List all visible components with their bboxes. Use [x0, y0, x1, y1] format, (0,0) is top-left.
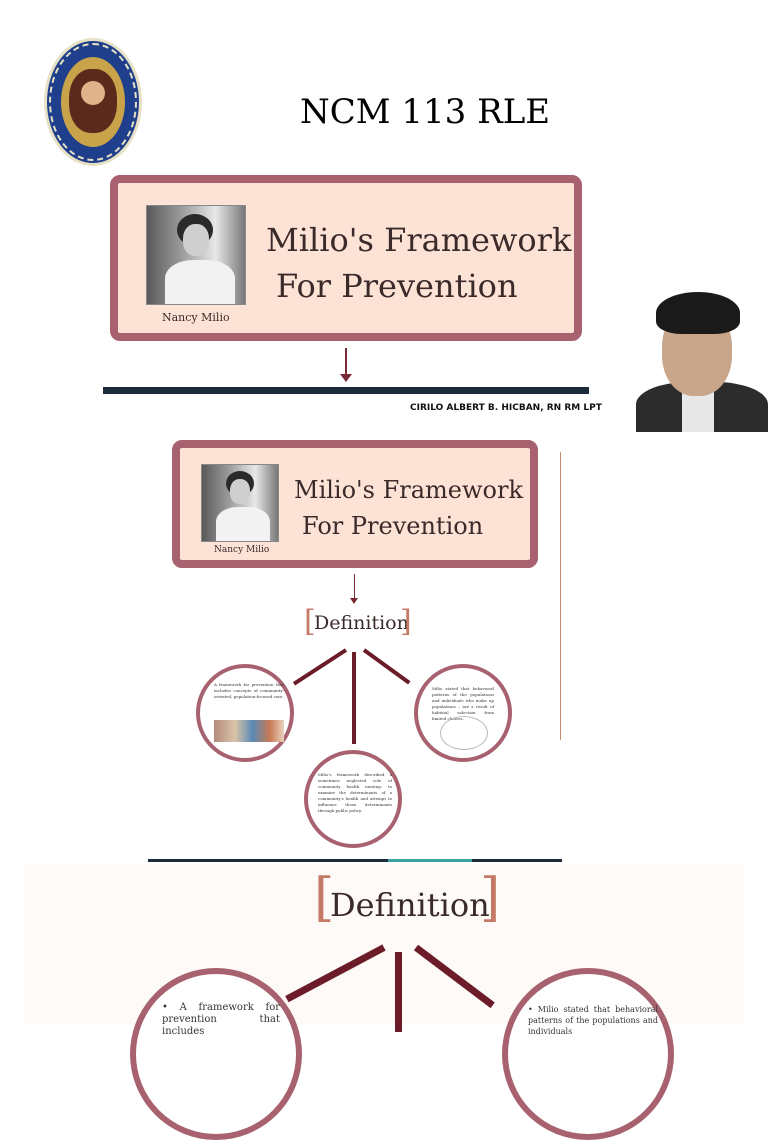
spoke-center — [352, 652, 356, 744]
definition-bracket-left: [ — [304, 604, 316, 639]
spoke-right — [362, 648, 411, 685]
nancy-milio-photo — [146, 205, 246, 305]
slide1-title-frame: Nancy Milio Milio's Framework For Preven… — [110, 175, 582, 341]
definition-circle-left: A framework for prevention that includes… — [196, 664, 294, 762]
slide2-heading-line1: Milio's Framework — [294, 476, 523, 504]
down-arrow-icon — [340, 374, 352, 382]
definition-circle-right-large: • Milio stated that behavioral patterns … — [502, 968, 674, 1140]
definition-bracket-right-large: ] — [480, 868, 501, 928]
definition-label: Definition — [314, 612, 409, 634]
circle-right-diagram — [440, 716, 488, 750]
spoke-center-large — [395, 952, 402, 1032]
slide2-title-frame: Nancy Milio Milio's Framework For Preven… — [172, 440, 538, 568]
circle-left-large-text: • A framework for prevention that includ… — [162, 1002, 280, 1037]
slide2-progress-bar[interactable] — [148, 859, 562, 862]
slide2-arrow-line — [354, 574, 355, 600]
nancy-milio-photo-small — [201, 464, 279, 542]
definition-circle-right: Milio stated that behavioral patterns of… — [414, 664, 512, 762]
presentation-control-bar[interactable] — [103, 387, 589, 394]
circle-bottom-text: Milio's framework described a sometimes … — [318, 772, 392, 813]
author-photo — [626, 290, 768, 432]
circle-right-large-text: • Milio stated that behavioral patterns … — [528, 1005, 658, 1036]
page-title: NCM 113 RLE — [300, 92, 551, 132]
definition-circle-bottom: Milio's framework described a sometimes … — [304, 750, 402, 848]
definition-label-large: Definition — [330, 886, 490, 924]
slide2-right-border — [560, 452, 561, 740]
author-name: CIRILO ALBERT B. HICBAN, RN RM LPT — [410, 403, 602, 413]
definition-bracket-left-large: [ — [314, 868, 335, 928]
slide2-progress-fill — [388, 859, 472, 862]
down-arrow-line — [345, 348, 347, 376]
slide2-heading-line2: For Prevention — [302, 512, 484, 540]
circle-right-text: Milio stated that behavioral patterns of… — [432, 686, 494, 721]
definition-circle-left-large: • A framework for prevention that includ… — [130, 968, 302, 1140]
slide2-arrow-icon — [350, 598, 358, 604]
spoke-left — [292, 648, 348, 686]
slide1-heading-line1: Milio's Framework — [266, 221, 572, 259]
circle-left-text: A framework for prevention that includes… — [214, 682, 284, 699]
slide1-heading-line2: For Prevention — [276, 267, 518, 305]
circle-left-image — [214, 720, 284, 742]
photo-caption-small: Nancy Milio — [214, 545, 270, 555]
photo-caption: Nancy Milio — [162, 311, 230, 324]
definition-bracket-right: ] — [400, 604, 412, 639]
university-logo — [44, 38, 142, 166]
